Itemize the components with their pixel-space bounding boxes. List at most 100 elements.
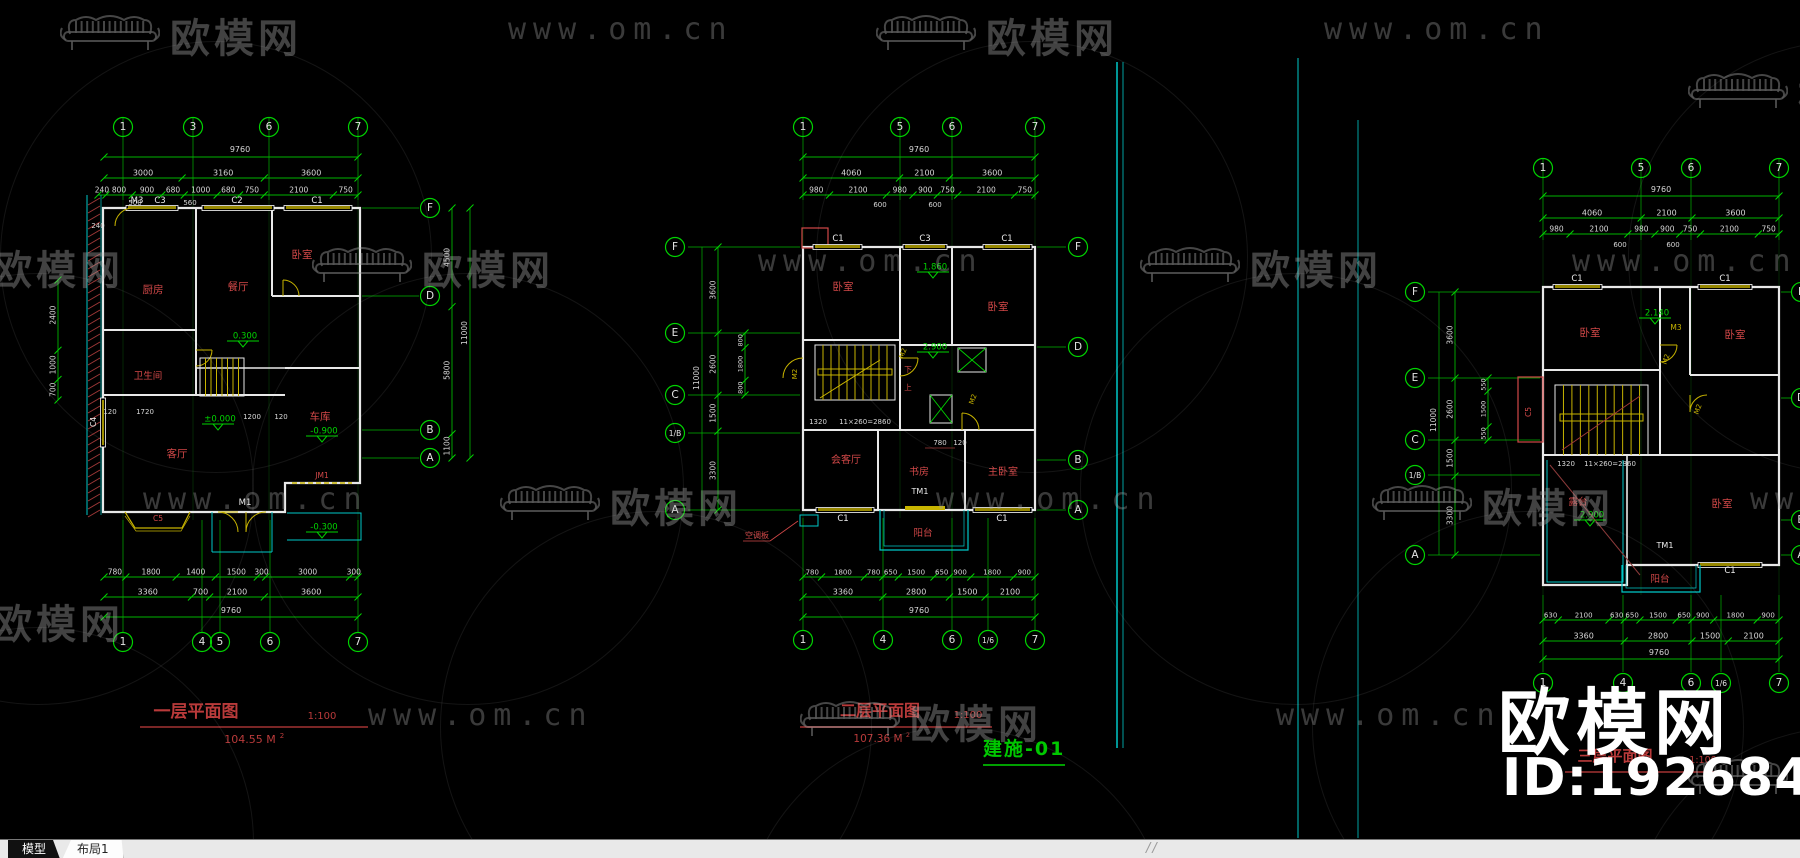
svg-text:980: 980 <box>1549 225 1564 234</box>
svg-text:1800: 1800 <box>737 356 745 373</box>
svg-text:900: 900 <box>1696 612 1709 620</box>
svg-text:1: 1 <box>120 636 127 648</box>
svg-text:650: 650 <box>1677 612 1690 620</box>
svg-text:4: 4 <box>880 634 887 646</box>
svg-text:2600: 2600 <box>1446 399 1455 418</box>
svg-text:5: 5 <box>1638 162 1645 174</box>
svg-text:1500: 1500 <box>907 569 925 577</box>
svg-text:600: 600 <box>873 201 886 209</box>
svg-text:F: F <box>1798 286 1800 298</box>
svg-text:7: 7 <box>1032 634 1039 646</box>
svg-text:6: 6 <box>267 636 274 648</box>
svg-text:780: 780 <box>867 569 880 577</box>
svg-text:2100: 2100 <box>914 169 934 178</box>
svg-text:M2: M2 <box>791 369 799 380</box>
svg-text:900: 900 <box>1660 225 1675 234</box>
svg-text:TM1: TM1 <box>911 487 929 496</box>
svg-text:3600: 3600 <box>1446 325 1455 344</box>
svg-text:4: 4 <box>1620 677 1627 689</box>
svg-text:厨房: 厨房 <box>143 283 164 296</box>
svg-text:800: 800 <box>737 334 745 346</box>
svg-text:M2: M2 <box>1661 353 1672 366</box>
svg-text:1000: 1000 <box>191 186 210 195</box>
svg-text:卧室: 卧室 <box>988 300 1009 313</box>
svg-text:A: A <box>671 504 679 516</box>
svg-text:3300: 3300 <box>709 461 718 480</box>
svg-text:卧室: 卧室 <box>833 280 854 293</box>
svg-text:900: 900 <box>1018 569 1031 577</box>
svg-text:120: 120 <box>103 408 116 416</box>
svg-text:4060: 4060 <box>1582 209 1602 218</box>
svg-text:C1: C1 <box>837 514 848 524</box>
svg-text:A: A <box>1074 504 1082 516</box>
svg-text:3300: 3300 <box>1446 506 1455 525</box>
svg-text:300: 300 <box>254 568 269 577</box>
svg-text:560: 560 <box>183 199 196 207</box>
svg-text:C1: C1 <box>311 196 322 206</box>
svg-text:680: 680 <box>221 186 236 195</box>
svg-text:0.300: 0.300 <box>233 332 257 342</box>
svg-text:750: 750 <box>940 186 955 195</box>
watermark-brand-overlay: 欧模网 <box>1498 681 1733 765</box>
svg-text:E: E <box>672 327 679 339</box>
svg-text:2800: 2800 <box>906 588 926 597</box>
svg-text:4060: 4060 <box>841 169 861 178</box>
svg-text:3160: 3160 <box>213 169 233 178</box>
svg-text:6: 6 <box>266 121 273 133</box>
svg-text:2100: 2100 <box>1720 225 1739 234</box>
svg-text:JM1: JM1 <box>314 471 329 480</box>
svg-text:1500: 1500 <box>1480 401 1488 418</box>
svg-text:800: 800 <box>737 381 745 393</box>
svg-text:会客厅: 会客厅 <box>831 453 861 466</box>
svg-text:卫生间: 卫生间 <box>134 370 163 382</box>
svg-text:600: 600 <box>928 201 941 209</box>
svg-text:2100: 2100 <box>1000 588 1020 597</box>
svg-text:1: 1 <box>120 121 127 133</box>
svg-text:4: 4 <box>199 636 206 648</box>
svg-text:120: 120 <box>953 439 966 447</box>
svg-text:餐厅: 餐厅 <box>228 280 249 293</box>
svg-text:11×260=2860: 11×260=2860 <box>839 418 891 426</box>
svg-text:9760: 9760 <box>909 145 929 154</box>
svg-text:900: 900 <box>918 186 933 195</box>
svg-text:1500: 1500 <box>709 403 718 422</box>
svg-text:9760: 9760 <box>230 145 250 154</box>
svg-text:A: A <box>426 452 434 464</box>
svg-text:3000: 3000 <box>133 169 153 178</box>
svg-text:C: C <box>671 389 678 401</box>
svg-text:7: 7 <box>1776 162 1783 174</box>
svg-text:C4: C4 <box>89 417 98 427</box>
svg-text:一层平面图: 一层平面图 <box>154 702 239 722</box>
svg-text:C1: C1 <box>996 514 1007 524</box>
svg-text:1.860: 1.860 <box>923 263 947 273</box>
svg-text:M2: M2 <box>1693 403 1704 416</box>
svg-text:3600: 3600 <box>709 280 718 299</box>
svg-text:120: 120 <box>274 413 287 421</box>
svg-text:780: 780 <box>806 569 819 577</box>
svg-text:三层平面图: 三层平面图 <box>1577 747 1652 765</box>
svg-text:11000: 11000 <box>1429 408 1438 432</box>
svg-text:700: 700 <box>193 588 208 597</box>
svg-text:1500: 1500 <box>1700 632 1720 641</box>
svg-text:1:100: 1:100 <box>1689 755 1716 766</box>
svg-text:C1: C1 <box>832 234 843 244</box>
svg-text:500: 500 <box>128 199 141 207</box>
svg-text:650: 650 <box>1625 612 1638 620</box>
svg-text:980: 980 <box>893 186 908 195</box>
tab-model[interactable]: 模型 <box>8 840 60 858</box>
svg-text:104.55 M: 104.55 M <box>224 733 275 746</box>
svg-text:1/6: 1/6 <box>982 636 994 645</box>
svg-text:二层平面图: 二层平面图 <box>840 701 920 720</box>
svg-text:1200: 1200 <box>243 413 261 421</box>
svg-text:1100: 1100 <box>443 436 452 455</box>
svg-text:1: 1 <box>1540 677 1547 689</box>
svg-text:1/B: 1/B <box>1409 471 1421 480</box>
svg-text:M2: M2 <box>898 347 909 360</box>
svg-text:2100: 2100 <box>1743 632 1763 641</box>
svg-text:7: 7 <box>355 636 362 648</box>
svg-text:1320: 1320 <box>809 418 827 426</box>
tab-layout1[interactable]: 布局1 <box>62 840 124 858</box>
